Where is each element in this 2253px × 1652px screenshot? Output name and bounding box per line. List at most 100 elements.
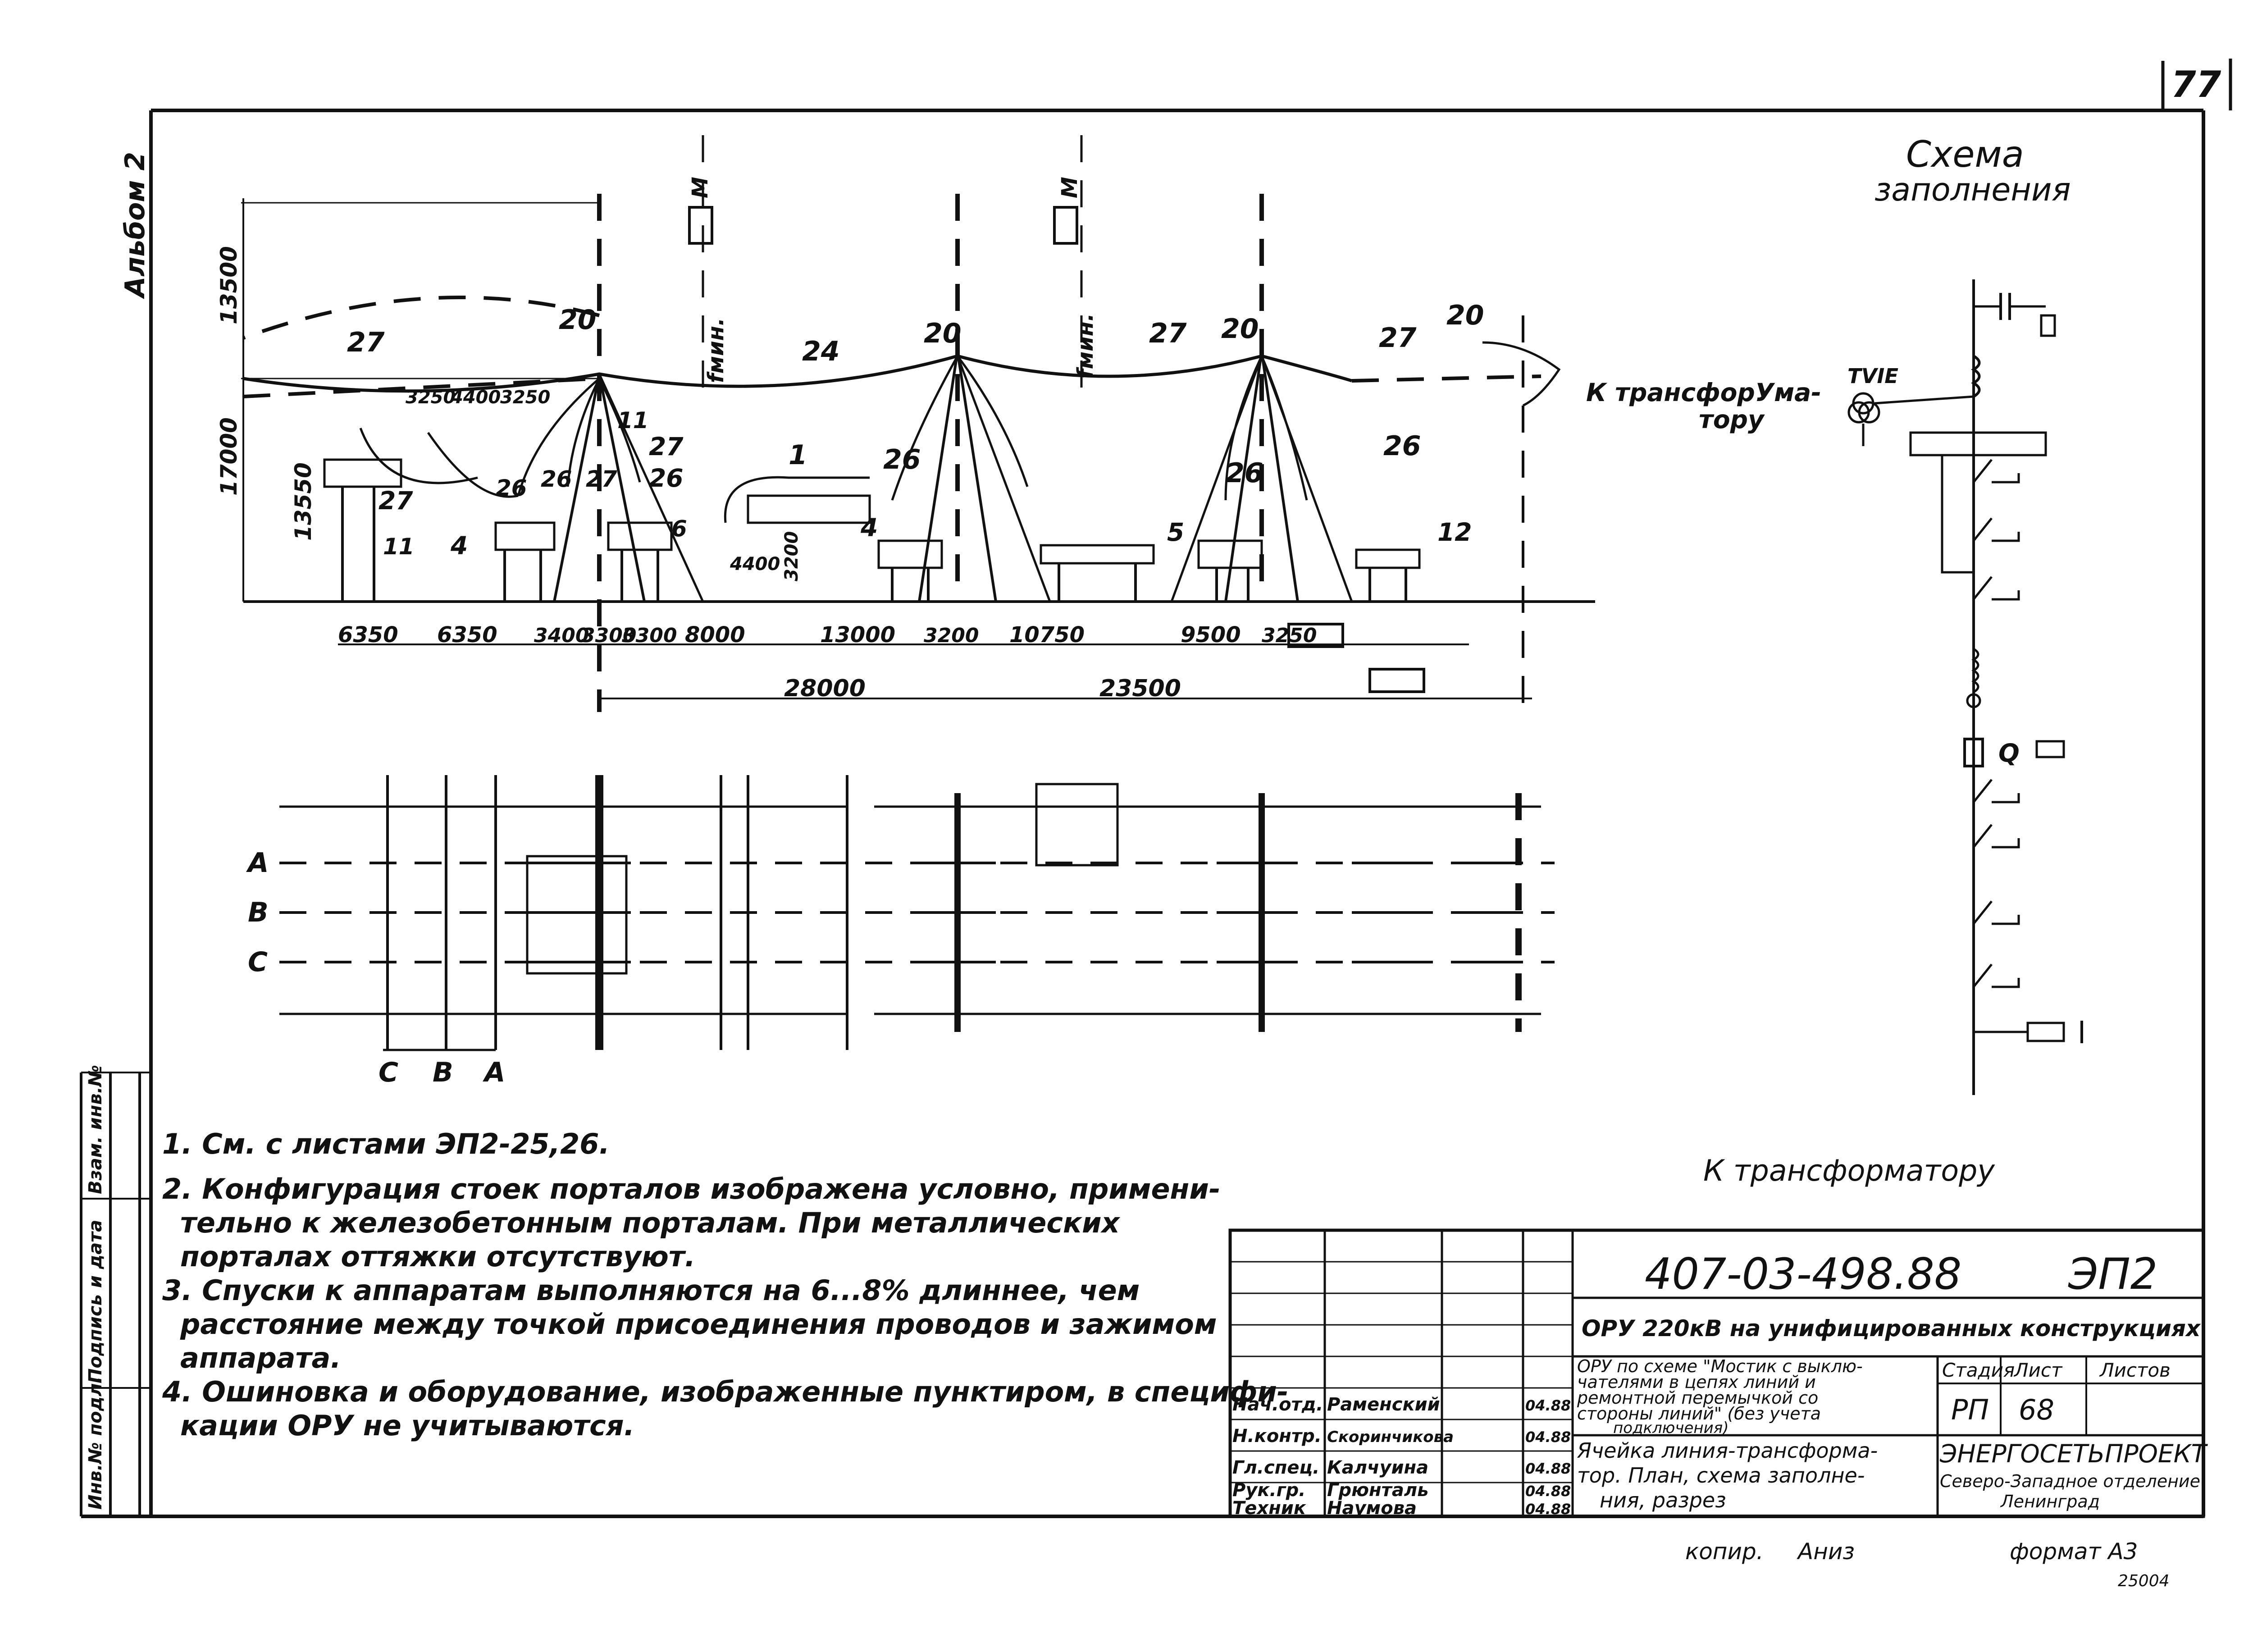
dim-bottom-11: 3250	[1262, 624, 1317, 647]
sheets-header: Листов	[2099, 1359, 2171, 1381]
staff-name-1: Раменский	[1327, 1394, 1440, 1415]
staff-name-5: Наумова	[1327, 1498, 1417, 1519]
label-27-right: 27	[1379, 322, 1417, 354]
staff-date-4: 04.88	[1525, 1483, 1571, 1500]
org-name: ЭНЕРГОСЕТЬПРОЕКТ	[1939, 1439, 2208, 1468]
dim-vert-17000: 17000	[216, 417, 242, 496]
label-27-lower-a: 27	[379, 486, 413, 515]
staff-name-3: Калчуина	[1327, 1457, 1428, 1478]
margin-replacement-inv: Взам. инв.№	[85, 1065, 106, 1194]
to-transformer-schema: К трансформатору	[1703, 1154, 1995, 1188]
sheet-title-line-1: Ячейка линия-трансформа-	[1577, 1438, 1878, 1463]
phase-label-b: В	[248, 897, 269, 928]
m-label-2: М	[1057, 177, 1082, 198]
left-margin-strip	[80, 1072, 151, 1516]
staff-role-4: Рук.гр.	[1232, 1480, 1305, 1501]
plan-insulators	[532, 862, 1500, 963]
dim-small-1: 3250	[406, 387, 456, 408]
bottom-dimensions: 6350 6350 3400 3300 3300 8000 13000 3200…	[338, 622, 1317, 702]
sheet-header: Лист	[2013, 1359, 2063, 1381]
subtitle-line-3: ремонтной перемычкой со	[1577, 1388, 1818, 1408]
staff-table: Нач.отд. Раменский 04.88 Н.контр. Скорин…	[1232, 1394, 1571, 1519]
label-27-mid: 27	[1149, 318, 1187, 349]
sheet-title-line-3: ния, разрез	[1600, 1488, 1726, 1512]
staff-role-1: Нач.отд.	[1232, 1394, 1323, 1415]
label-27-lower-c: 27	[586, 466, 617, 492]
bottom-label-a: А	[483, 1057, 505, 1088]
label-20-d: 20	[1446, 300, 1484, 331]
subtitle-line-2: чателями в цепях линий и	[1577, 1372, 1816, 1392]
sheet-title-line-2: тор. План, схема заполне-	[1577, 1463, 1865, 1488]
phase-label-a: А	[246, 847, 269, 879]
plan-phase-labels: А В С С В А	[246, 847, 505, 1088]
note-line-9: кации ОРУ не учитываются.	[180, 1409, 634, 1442]
dim-bottom-8: 3200	[924, 624, 979, 647]
plan-view	[279, 775, 1555, 1051]
staff-date-1: 04.88	[1525, 1397, 1571, 1414]
stage-header: Стадия	[1942, 1359, 2015, 1381]
label-26-e: 26	[496, 475, 527, 501]
label-4-a: 4	[450, 531, 468, 560]
dim-bottom-9: 10750	[1009, 622, 1085, 648]
note-line-6: расстояние между точкой присоединения пр…	[180, 1308, 1217, 1341]
title-block	[1228, 1228, 2205, 1518]
note-line-5: 3. Спуски к аппаратам выполняются на 6..…	[162, 1274, 1140, 1307]
label-12: 12	[1437, 518, 1472, 547]
q-label: Q	[1998, 739, 2020, 767]
margin-inv-number: Инв.№ подл.	[85, 1376, 106, 1510]
doc-number: 407-03-498.88	[1645, 1250, 1961, 1299]
schema-title-2: заполнения	[1874, 171, 2071, 208]
note-line-3: тельно к железобетонным порталам. При ме…	[180, 1206, 1121, 1239]
section-view	[241, 135, 1595, 712]
dim-small-2: 4400	[450, 387, 501, 408]
label-26-b: 26	[1226, 457, 1263, 489]
bottom-label-b: В	[433, 1057, 453, 1088]
dim-bottom-2: 6350	[437, 622, 497, 648]
dim-local-1: 4400	[730, 554, 780, 575]
tvie-label: TVIE	[1847, 364, 1898, 388]
dim-bottom-1: 6350	[338, 622, 398, 648]
staff-role-5: Техник	[1232, 1498, 1306, 1519]
to-transformer-section-1: К трансфорУма-	[1586, 378, 1821, 407]
label-1: 1	[789, 439, 807, 471]
label-11-a: 11	[617, 407, 649, 434]
label-20-b: 20	[924, 318, 962, 349]
dim-bottom-3: 3400	[534, 624, 589, 647]
label-26-c: 26	[1383, 430, 1421, 462]
note-line-4: порталах оттяжки отсутствуют.	[180, 1240, 695, 1273]
doc-code: ЭП2	[2068, 1250, 2157, 1299]
staff-role-3: Гл.спец.	[1232, 1457, 1319, 1478]
staff-date-2: 04.88	[1525, 1428, 1571, 1446]
fmin-label-1: fмин.	[703, 318, 729, 383]
dim-bottom-4: 3300	[581, 624, 636, 647]
label-26-d: 26	[649, 464, 684, 493]
label-5: 5	[1167, 518, 1184, 547]
staff-date-3: 04.88	[1525, 1460, 1571, 1477]
section-labels: 27 20 24 20 27 20 27 20 1 26 26 26 27 27…	[347, 300, 1484, 560]
dim-total-2: 23500	[1099, 675, 1181, 702]
staff-name-2: Скоринчикова	[1327, 1428, 1454, 1446]
footer-code: 25004	[2118, 1572, 2170, 1590]
dim-bottom-6: 8000	[685, 622, 745, 648]
label-6: 6	[671, 516, 687, 542]
dim-bottom-5: 3300	[622, 624, 677, 647]
subtitle-line-5: подключения)	[1613, 1419, 1729, 1437]
note-line-1: 1. См. с листами ЭП2-25,26.	[162, 1127, 610, 1160]
staff-name-4: Грюнталь	[1327, 1480, 1428, 1501]
note-line-2: 2. Конфигурация стоек порталов изображен…	[162, 1173, 1221, 1205]
notes: 1. См. с листами ЭП2-25,26. 2. Конфигура…	[162, 1127, 1289, 1442]
dim-bottom-10: 9500	[1181, 622, 1241, 648]
schema-title-1: Схема	[1906, 133, 2024, 175]
label-26-a: 26	[883, 444, 921, 475]
m-label-1: М	[688, 177, 713, 198]
label-20-c: 20	[1221, 313, 1259, 345]
label-27-lower-b: 27	[649, 432, 684, 461]
org-line-3: Ленинград	[2000, 1492, 2100, 1511]
label-26-f: 26	[541, 466, 572, 492]
dim-small-3: 3250	[500, 387, 550, 408]
dim-bottom-7: 13000	[820, 622, 895, 648]
dim-vert-13550: 13550	[290, 462, 316, 541]
note-line-8: 4. Ошиновка и оборудование, изображенные…	[162, 1375, 1289, 1408]
label-24: 24	[802, 336, 840, 367]
sheet-value: 68	[2019, 1393, 2054, 1426]
